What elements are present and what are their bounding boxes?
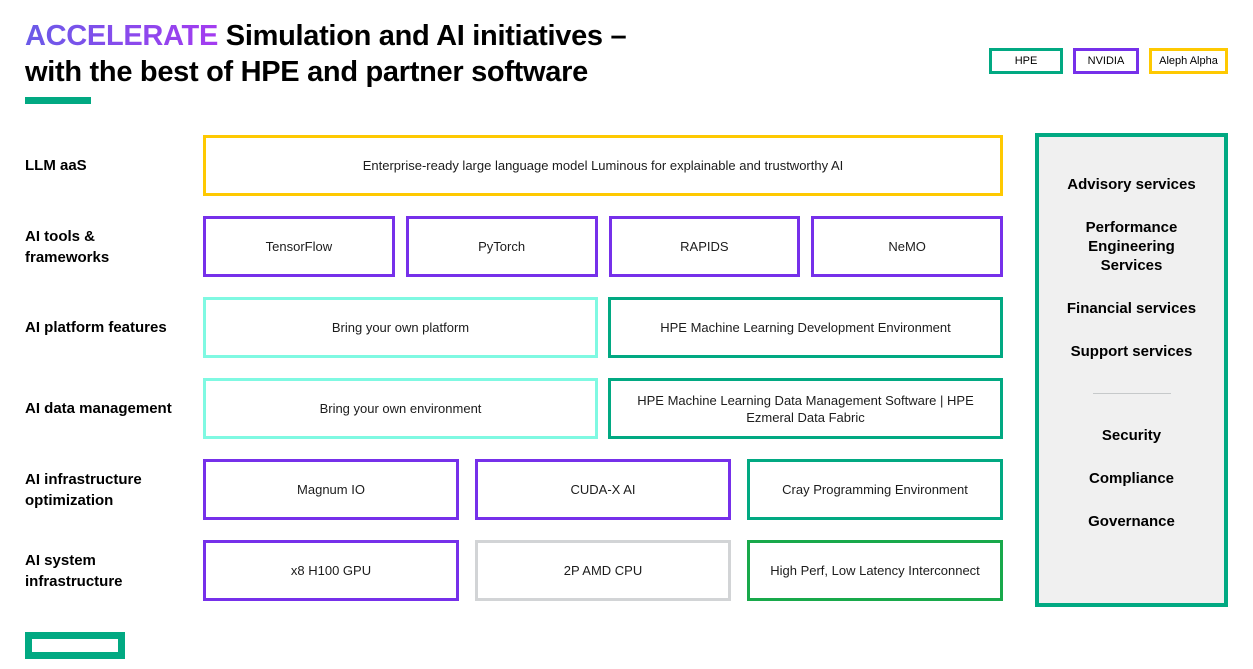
legend-item-nvidia: NVIDIA xyxy=(1073,48,1139,74)
stack-box-label: PyTorch xyxy=(478,239,526,254)
stack-box: HPE Machine Learning Data Management Sof… xyxy=(608,378,1003,439)
row-boxes: Magnum IO CUDA-X AI Cray Programming Envir… xyxy=(203,459,1003,520)
title-underline-bar xyxy=(25,97,91,104)
panel-item-performance-engineering-services: Performance Engineering Services xyxy=(1085,219,1178,274)
stack-box: Bring your own platform xyxy=(203,297,598,358)
title-highlight: ACCELERATE xyxy=(25,20,219,52)
stack-row-ai-infrastructure-optimization: AI infrastructure optimization Magnum IO C… xyxy=(25,459,1003,520)
row-label: AI infrastructure optimization xyxy=(25,470,142,509)
stack-box: Magnum IO xyxy=(203,459,459,520)
stack-box-label: Bring your own platform xyxy=(331,320,470,335)
stack-box-label: RAPIDS xyxy=(680,239,729,254)
panel-item-governance: Governance xyxy=(1088,513,1175,530)
stack-box: RAPIDS xyxy=(608,216,801,277)
panel-item-advisory-services: Advisory services xyxy=(1067,176,1196,193)
page-title: ACCELERATE Simulation and AI initiatives… xyxy=(25,18,627,90)
row-label: AI data management xyxy=(25,400,172,417)
stack-box-label: 2P AMD CPU xyxy=(563,563,643,578)
row-label: AI platform features xyxy=(25,319,167,336)
title-line-1-rest: Simulation and AI initiatives – xyxy=(218,20,627,52)
row-label: LLM aaS xyxy=(25,157,87,174)
stack-box: Bring your own environment xyxy=(203,378,598,439)
stack-box-label: CUDA-X AI xyxy=(570,482,636,497)
row-label: AI tools & frameworks xyxy=(25,227,110,266)
stack-box-label: HPE Machine Learning Data Management Sof… xyxy=(637,392,974,425)
stack-box: CUDA-X AI xyxy=(475,459,731,520)
panel-item-support-services: Support services xyxy=(1070,343,1193,360)
stack-box: Enterprise-ready large language model Lu… xyxy=(203,135,1003,196)
stack-box-label: NeMO xyxy=(888,239,926,254)
stack-box-label: Bring your own environment xyxy=(319,401,482,416)
stack-box-label: TensorFlow xyxy=(265,239,333,254)
stack-box-label: x8 H100 GPU xyxy=(290,563,372,578)
legend-item-hpe: HPE xyxy=(989,48,1063,74)
title-line-1: ACCELERATE Simulation and AI initiatives… xyxy=(25,18,627,54)
stack-rows: LLM aaS Enterprise-ready large language m… xyxy=(25,135,1003,621)
row-boxes: x8 H100 GPU 2P AMD CPU High Perf, Low Late… xyxy=(203,540,1003,601)
stack-box-label: Cray Programming Environment xyxy=(782,482,968,497)
title-line-2: with the best of HPE and partner softwar… xyxy=(25,56,588,88)
stack-box: NeMO xyxy=(811,216,1003,277)
panel-item-compliance: Compliance xyxy=(1088,470,1175,487)
stack-row-ai-system-infrastructure: AI system infrastructure x8 H100 GPU 2P AM… xyxy=(25,540,1003,601)
stack-box-label: Magnum IO xyxy=(297,482,365,497)
stack-row-ai-tools-frameworks: AI tools & frameworks TensorFlow PyTorch RA… xyxy=(25,216,1003,277)
stack-box: High Perf, Low Latency Interconnect xyxy=(747,540,1003,601)
stack-box: HPE Machine Learning Development Environ… xyxy=(608,297,1003,358)
stack-row-ai-data-management: AI data management Bring your own environ… xyxy=(25,378,1003,439)
stack-box: 2P AMD CPU xyxy=(475,540,731,601)
stack-box: x8 H100 GPU xyxy=(203,540,459,601)
panel-item-financial-services: Financial services xyxy=(1066,300,1197,317)
panel-item-security: Security xyxy=(1101,427,1162,444)
stack-box-label: High Perf, Low Latency Interconnect xyxy=(770,563,980,578)
stack-box-label: HPE Machine Learning Development Environ… xyxy=(660,320,951,335)
stack-row-llm-aas: LLM aaS Enterprise-ready large language m… xyxy=(25,135,1003,196)
row-boxes: Bring your own platform HPE Machine Learn… xyxy=(203,297,1003,358)
legend-item-aleph-alpha: Aleph Alpha xyxy=(1149,48,1228,74)
legend: HPE NVIDIA Aleph Alpha xyxy=(989,48,1228,74)
stack-box-label: Enterprise-ready large language model Lu… xyxy=(362,158,844,173)
row-boxes: TensorFlow PyTorch RAPIDS NeMO xyxy=(203,216,1003,277)
row-label: AI system infrastructure xyxy=(25,551,123,590)
row-boxes: Enterprise-ready large language model Lu… xyxy=(203,135,1003,196)
panel-divider xyxy=(1092,393,1171,394)
hpe-logo xyxy=(25,632,125,659)
stack-row-ai-platform-features: AI platform features Bring your own platf… xyxy=(25,297,1003,358)
stack-box: TensorFlow xyxy=(203,216,395,277)
row-boxes: Bring your own environment HPE Machine Le… xyxy=(203,378,1003,439)
stack-box: Cray Programming Environment xyxy=(747,459,1003,520)
stack-box: PyTorch xyxy=(405,216,598,277)
